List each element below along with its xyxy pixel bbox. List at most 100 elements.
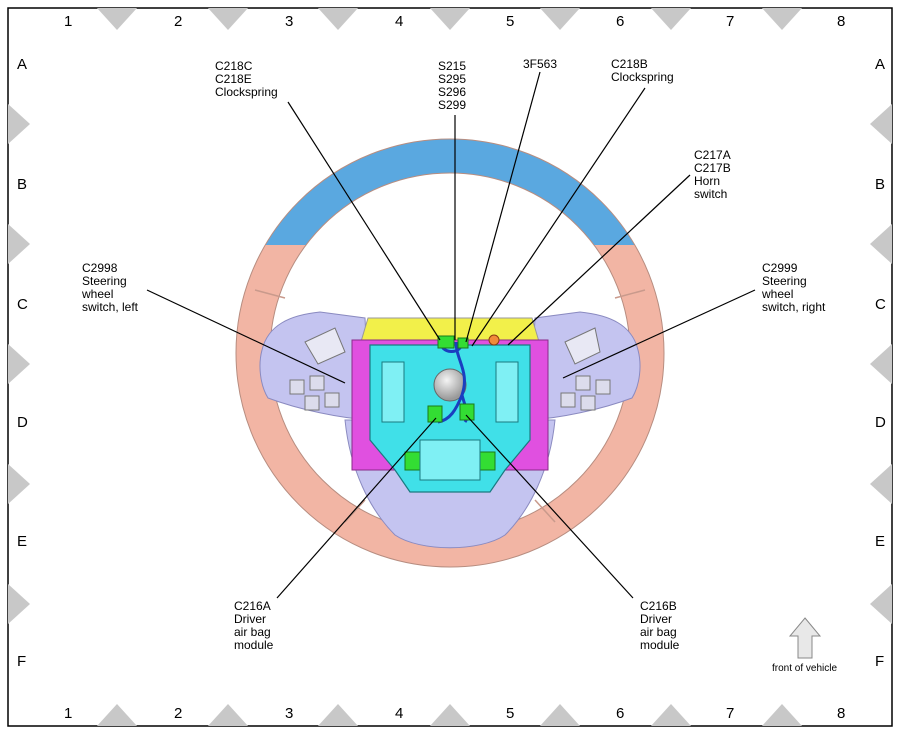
- row-label: D: [17, 414, 28, 431]
- callout-line: switch, right: [762, 300, 826, 314]
- row-label: F: [875, 653, 884, 670]
- column-labels-bottom: 1 2 3 4 5 6 7 8: [64, 705, 845, 722]
- row-label: B: [875, 176, 885, 193]
- row-label: A: [875, 56, 885, 73]
- col-label: 6: [616, 13, 624, 30]
- callout-s215: S215 S295 S296 S299: [438, 59, 466, 112]
- leader-c218b: [471, 87, 646, 347]
- leader-lines: [146, 71, 756, 599]
- wheel-rim-outline-outer: [235, 138, 665, 568]
- row-label: D: [875, 414, 886, 431]
- callout-line: S299: [438, 98, 466, 112]
- callout-line: switch: [694, 187, 727, 201]
- callout-line: S295: [438, 72, 466, 86]
- left-grid-markers: [8, 104, 30, 624]
- callout-line: C2999: [762, 261, 798, 275]
- callout-line: air bag: [234, 625, 271, 639]
- row-labels-right: A B C D E F: [875, 56, 886, 670]
- rim-seam: [534, 499, 556, 523]
- housing-detail-left: [381, 361, 405, 423]
- col-label: 7: [726, 13, 734, 30]
- callout-line: switch, left: [82, 300, 139, 314]
- callout-line: S296: [438, 85, 466, 99]
- callout-line: wheel: [761, 287, 793, 301]
- row-label: E: [875, 533, 885, 550]
- col-label: 8: [837, 13, 845, 30]
- col-label: 4: [395, 13, 403, 30]
- front-of-vehicle-label: front of vehicle: [772, 663, 837, 674]
- col-label: 3: [285, 705, 293, 722]
- row-label: A: [17, 56, 27, 73]
- rim-seam: [344, 499, 366, 523]
- housing-lower-plate: [419, 439, 481, 481]
- callout-line: C217A: [694, 148, 731, 162]
- callout-c216a: C216A Driver air bag module: [234, 599, 274, 652]
- col-label: 7: [726, 705, 734, 722]
- row-labels-left: A B C D E F: [17, 56, 28, 670]
- callout-line: module: [234, 638, 274, 652]
- callout-3f563: 3F563: [523, 57, 557, 71]
- callout-line: C2998: [82, 261, 118, 275]
- row-label: C: [875, 296, 886, 313]
- left-switch-cluster: [289, 327, 346, 411]
- callout-line: air bag: [640, 625, 677, 639]
- leader-c2998: [146, 289, 346, 384]
- col-label: 2: [174, 13, 182, 30]
- callout-line: C217B: [694, 161, 731, 175]
- row-label: B: [17, 176, 27, 193]
- callout-c217: C217A C217B Horn switch: [694, 148, 731, 201]
- callout-line: Clockspring: [215, 85, 278, 99]
- callout-line: C218B: [611, 57, 648, 71]
- callout-c218c: C218C C218E Clockspring: [215, 59, 278, 99]
- callout-line: S215: [438, 59, 466, 73]
- callout-line: C218C: [215, 59, 253, 73]
- leader-c217: [507, 174, 691, 346]
- col-label: 5: [506, 13, 514, 30]
- callout-line: wheel: [81, 287, 113, 301]
- col-label: 6: [616, 705, 624, 722]
- callout-c216b: C216B Driver air bag module: [640, 599, 680, 652]
- callout-c218b: C218B Clockspring: [611, 57, 674, 84]
- left-spoke: [259, 311, 371, 421]
- callout-line: Steering: [762, 274, 807, 288]
- row-label: E: [17, 533, 27, 550]
- callout-line: module: [640, 638, 680, 652]
- leader-3f563: [465, 71, 541, 343]
- row-label: F: [17, 653, 26, 670]
- right-switch-cluster: [560, 327, 611, 411]
- airbag-connector-b: [459, 403, 475, 421]
- right-grid-markers: [870, 104, 892, 624]
- horn-connector: [488, 334, 500, 346]
- clockspring-connector: [437, 335, 455, 349]
- rim-seam: [254, 289, 286, 299]
- col-label: 5: [506, 705, 514, 722]
- rim-seam: [614, 289, 646, 299]
- col-label: 4: [395, 705, 403, 722]
- callout-line: Clockspring: [611, 70, 674, 84]
- clockspring-connector-2: [457, 337, 469, 349]
- callout-line: C216B: [640, 599, 677, 613]
- airbag-connector-a: [427, 405, 443, 423]
- up-arrow-icon: [788, 617, 822, 659]
- leader-c2999: [562, 289, 756, 379]
- bottom-grid-markers: [97, 704, 802, 726]
- leader-c216a: [276, 417, 437, 599]
- front-of-vehicle-indicator: front of vehicle: [772, 617, 837, 674]
- steering-hub: [433, 368, 467, 402]
- leader-c216b: [465, 414, 634, 599]
- callout-line: C218E: [215, 72, 252, 86]
- leader-c218c: [287, 101, 441, 341]
- col-label: 2: [174, 705, 182, 722]
- col-label: 1: [64, 705, 72, 722]
- callout-line: C216A: [234, 599, 271, 613]
- wheel-rim-top-section: [265, 139, 635, 245]
- col-label: 3: [285, 13, 293, 30]
- top-grid-markers: [97, 8, 802, 30]
- callout-c2999: C2999 Steering wheel switch, right: [761, 261, 826, 314]
- callout-line: Horn: [694, 174, 720, 188]
- right-spoke: [529, 311, 641, 421]
- callout-line: 3F563: [523, 57, 557, 71]
- column-labels-top: 1 2 3 4 5 6 7 8: [64, 13, 845, 30]
- row-label: C: [17, 296, 28, 313]
